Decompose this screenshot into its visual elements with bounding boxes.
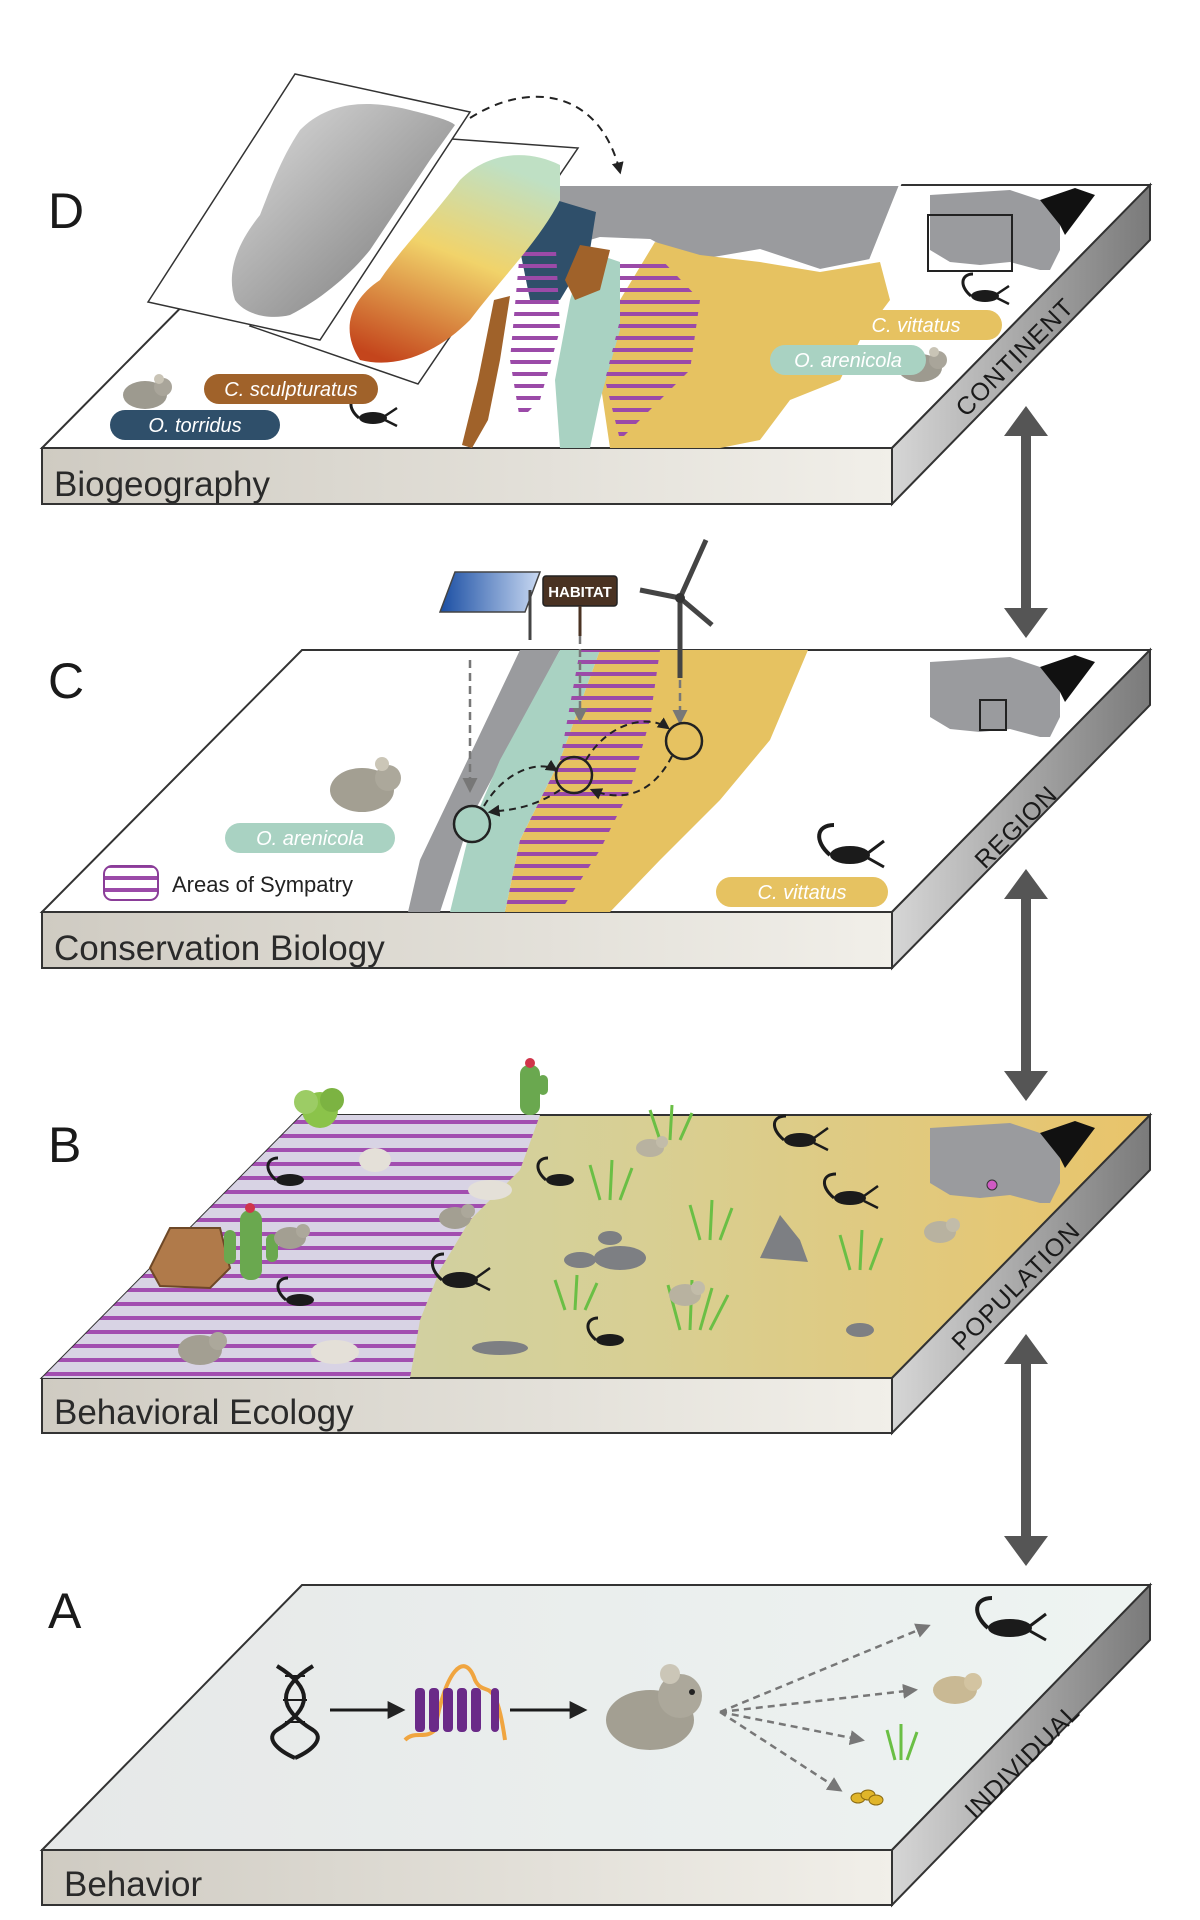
population-node-arenicola	[452, 804, 492, 844]
species-pill-vittatus-c	[716, 877, 888, 907]
species-label-arenicola: O. arenicola	[794, 350, 902, 372]
elevation-map-layer	[146, 73, 472, 341]
scorpion-icon	[266, 1156, 304, 1186]
habitat-sign-label: HABITAT	[548, 584, 612, 601]
behavior-arrow-mouse	[719, 1683, 918, 1714]
slab-d-side	[891, 182, 1151, 507]
sympatry-area-d1	[510, 250, 560, 420]
species-label-torridus: O. torridus	[148, 415, 241, 437]
cactus-icon	[224, 1203, 278, 1280]
scorpion-icon	[276, 1276, 314, 1306]
connectivity-arrow	[589, 755, 673, 800]
scorpion-icon	[961, 272, 1010, 306]
panel-b: B Behavioral Ecology POPULATION	[39, 1058, 1153, 1436]
land-gray-c	[408, 650, 560, 912]
us-locator-map-d	[927, 188, 1095, 272]
mouse-icon	[606, 1664, 702, 1750]
connectivity-arrow	[483, 759, 559, 807]
panel-letter-b: B	[48, 1117, 81, 1173]
map-extent-box-c	[979, 699, 1007, 731]
slab-b-side	[891, 1112, 1151, 1436]
field-label-b: Behavioral Ecology	[54, 1393, 354, 1432]
panel-letter-a: A	[48, 1583, 82, 1639]
species-label-sculpturatus: C. sculpturatus	[224, 379, 357, 401]
dna-icon	[270, 1664, 320, 1760]
species-pill-arenicola-c	[225, 823, 395, 853]
arenicola-range-c	[450, 650, 600, 912]
shrub-icon	[294, 1088, 344, 1128]
scorpion-icon	[975, 1596, 1047, 1642]
habitat-sign: HABITAT	[542, 575, 618, 636]
double-arrow-d-c	[1004, 406, 1048, 638]
mouse-icon	[274, 1224, 310, 1249]
solar-panel-icon	[438, 571, 542, 640]
sympatry-legend-label: Areas of Sympatry	[172, 872, 353, 897]
panel-letter-c: C	[48, 653, 84, 709]
site-marker	[986, 1179, 998, 1191]
panel-c: HABITAT O. arenicola C. vittatus Areas o…	[39, 538, 1153, 971]
field-label-c: Conservation Biology	[54, 929, 385, 968]
population-node-vittatus	[664, 721, 704, 761]
wind-turbine-icon	[639, 538, 714, 678]
mouse-icon	[330, 757, 401, 812]
sculpturatus-strip-d	[462, 296, 510, 448]
scorpion-icon	[773, 1114, 829, 1152]
sculpturatus-range-d	[565, 245, 610, 300]
pebbles	[472, 1215, 874, 1355]
sympatry-legend-swatch	[103, 865, 159, 901]
plant-icon	[885, 1724, 919, 1761]
mouse-icon	[439, 1204, 475, 1229]
scorpion-icon	[431, 1252, 491, 1292]
species-pill-vittatus	[830, 310, 1002, 340]
panel-a: A Behavior INDIVIDUAL	[39, 1582, 1153, 1908]
cactus-icon	[520, 1058, 548, 1115]
scorpion-icon	[817, 823, 885, 869]
species-pill-arenicola	[770, 345, 926, 375]
mouse-icon	[123, 374, 172, 409]
receptor-protein-icon	[403, 1664, 507, 1742]
field-label-a: Behavior	[64, 1865, 202, 1904]
sympatry-area-c	[505, 650, 660, 912]
sympatry-area-d2	[605, 258, 700, 440]
double-arrow-b-a	[1004, 1334, 1048, 1566]
arenicola-range-d	[555, 250, 620, 448]
slab-c-side	[891, 647, 1151, 971]
population-node-sympatry	[554, 755, 594, 795]
pebbles-light	[311, 1148, 512, 1364]
panel-d: C. sculpturatus O. torridus C. vittatus …	[39, 73, 1153, 507]
mouse-icon	[178, 1332, 227, 1365]
panel-letter-d: D	[48, 183, 84, 239]
field-label-d: Biogeography	[54, 465, 270, 504]
scorpion-icon	[536, 1156, 574, 1186]
scale-link-arrows	[1004, 406, 1048, 1566]
connectivity-arrow	[585, 717, 670, 761]
double-arrow-c-b	[1004, 869, 1048, 1101]
species-pill-torridus	[110, 410, 280, 440]
species-label-vittatus: C. vittatus	[872, 315, 961, 337]
scorpion-icon	[823, 1172, 879, 1210]
mouse-icon	[933, 1673, 982, 1704]
map-extent-box-d	[927, 214, 1013, 272]
mouse-icon	[636, 1136, 668, 1157]
scorpion-icon	[586, 1316, 624, 1346]
us-locator-map-b	[930, 1121, 1095, 1203]
mouse-icon	[924, 1218, 960, 1243]
slab-a-side	[891, 1582, 1151, 1908]
rock-icon	[148, 1227, 232, 1290]
seeds-icon	[850, 1789, 884, 1806]
species-label-arenicola-c: O. arenicola	[256, 828, 364, 850]
behavior-arrow-plant	[719, 1710, 865, 1746]
us-locator-map-c	[930, 655, 1095, 737]
species-label-vittatus-c: C. vittatus	[758, 882, 847, 904]
behavior-arrow-scorpion	[719, 1623, 931, 1714]
mouse-icon	[669, 1281, 705, 1306]
species-pill-sculpturatus	[204, 374, 378, 404]
